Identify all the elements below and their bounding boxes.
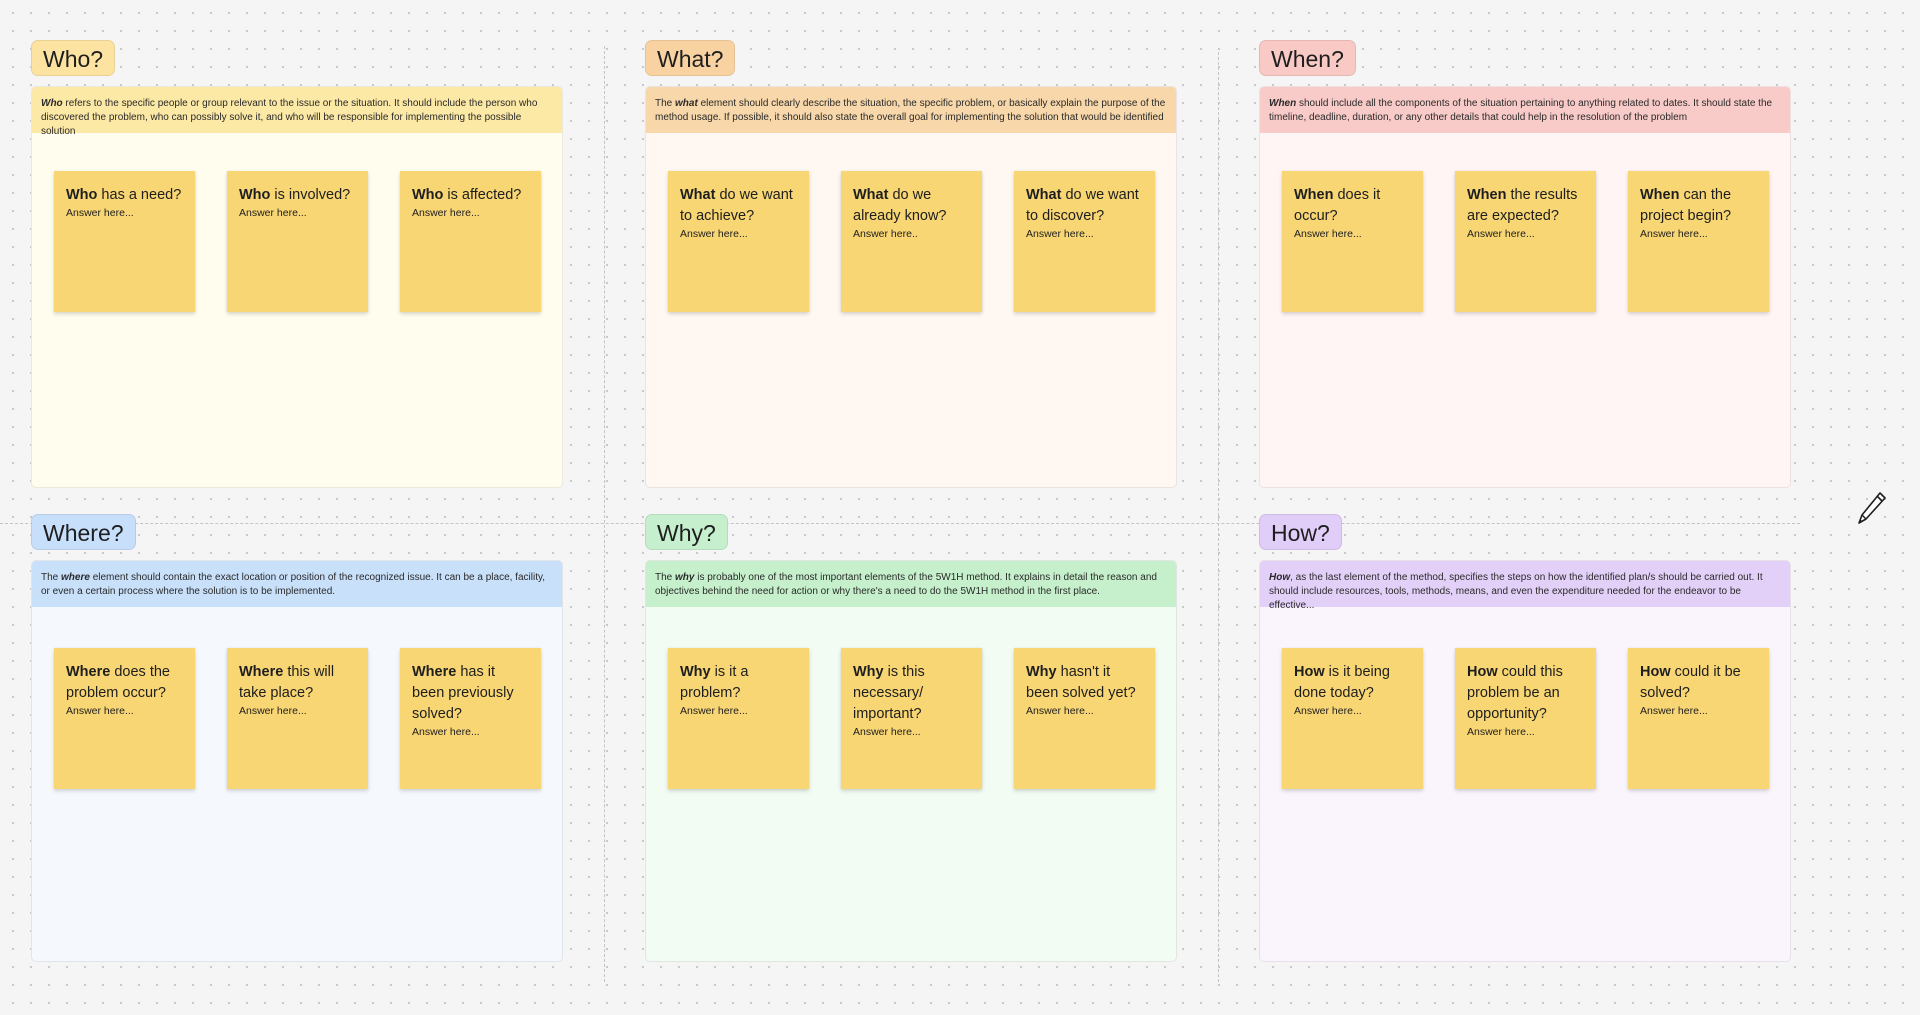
section-panel-who[interactable]: Who refers to the specific people or gro… <box>31 86 563 488</box>
answer-placeholder[interactable]: Answer here... <box>680 228 748 240</box>
answer-placeholder[interactable]: Answer here... <box>1467 726 1535 738</box>
section-description-why: The why is probably one of the most impo… <box>646 561 1176 607</box>
section-description-what: The what element should clearly describe… <box>646 87 1176 133</box>
sticky-note[interactable]: When can the project begin?Answer here..… <box>1628 171 1769 312</box>
sticky-note[interactable]: Who is affected?Answer here... <box>400 171 541 312</box>
section-title-where[interactable]: Where? <box>31 514 136 550</box>
section-description-who: Who refers to the specific people or gro… <box>32 87 562 137</box>
sticky-note[interactable]: Where does the problem occur?Answer here… <box>54 648 195 789</box>
section-description-where: The where element should contain the exa… <box>32 561 562 607</box>
section-title-what[interactable]: What? <box>645 40 736 76</box>
section-description-when: When should include all the components o… <box>1260 87 1790 133</box>
answer-placeholder[interactable]: Answer here... <box>1294 705 1362 717</box>
answer-placeholder[interactable]: Answer here... <box>239 705 307 717</box>
answer-placeholder[interactable]: Answer here... <box>1294 228 1362 240</box>
answer-placeholder[interactable]: Answer here... <box>680 705 748 717</box>
answer-placeholder[interactable]: Answer here... <box>1026 705 1094 717</box>
guide-line-horizontal <box>0 523 1800 524</box>
section-title-who[interactable]: Who? <box>31 40 116 76</box>
sticky-note[interactable]: When does it occur?Answer here... <box>1282 171 1423 312</box>
sticky-note[interactable]: What do we want to achieve?Answer here..… <box>668 171 809 312</box>
sticky-note[interactable]: Who has a need?Answer here... <box>54 171 195 312</box>
sticky-note[interactable]: Who is involved?Answer here... <box>227 171 368 312</box>
answer-placeholder[interactable]: Answer here... <box>66 207 134 219</box>
answer-placeholder[interactable]: Answer here... <box>412 207 480 219</box>
answer-placeholder[interactable]: Answer here... <box>1026 228 1094 240</box>
section-description-how: How, as the last element of the method, … <box>1260 561 1790 611</box>
sticky-note[interactable]: Why hasn't it been solved yet?Answer her… <box>1014 648 1155 789</box>
answer-placeholder[interactable]: Answer here... <box>1467 228 1535 240</box>
guide-line-vertical-2 <box>1218 52 1219 982</box>
sticky-note[interactable]: How could it be solved?Answer here... <box>1628 648 1769 789</box>
pencil-icon <box>1858 492 1886 524</box>
sticky-note[interactable]: Why is it a problem?Answer here... <box>668 648 809 789</box>
sticky-note[interactable]: When the results are expected?Answer her… <box>1455 171 1596 312</box>
section-panel-why[interactable]: The why is probably one of the most impo… <box>645 560 1177 962</box>
answer-placeholder[interactable]: Answer here... <box>66 705 134 717</box>
section-panel-what[interactable]: The what element should clearly describe… <box>645 86 1177 488</box>
sticky-note[interactable]: How could this problem be an opportunity… <box>1455 648 1596 789</box>
section-title-when[interactable]: When? <box>1259 40 1356 76</box>
answer-placeholder[interactable]: Answer here... <box>1640 705 1708 717</box>
sticky-note[interactable]: Where has it been previously solved?Answ… <box>400 648 541 789</box>
section-panel-where[interactable]: The where element should contain the exa… <box>31 560 563 962</box>
section-title-why[interactable]: Why? <box>645 514 728 550</box>
sticky-note[interactable]: Where this will take place?Answer here..… <box>227 648 368 789</box>
sticky-note[interactable]: Why is this necessary/ important?Answer … <box>841 648 982 789</box>
section-panel-when[interactable]: When should include all the components o… <box>1259 86 1791 488</box>
answer-placeholder[interactable]: Answer here... <box>1640 228 1708 240</box>
section-panel-how[interactable]: How, as the last element of the method, … <box>1259 560 1791 962</box>
answer-placeholder[interactable]: Answer here... <box>412 726 480 738</box>
sticky-note[interactable]: How is it being done today?Answer here..… <box>1282 648 1423 789</box>
sticky-note[interactable]: What do we already know?Answer here.. <box>841 171 982 312</box>
answer-placeholder[interactable]: Answer here.. <box>853 228 918 240</box>
sticky-note[interactable]: What do we want to discover?Answer here.… <box>1014 171 1155 312</box>
answer-placeholder[interactable]: Answer here... <box>853 726 921 738</box>
guide-line-vertical-1 <box>604 46 605 982</box>
answer-placeholder[interactable]: Answer here... <box>239 207 307 219</box>
section-title-how[interactable]: How? <box>1259 514 1342 550</box>
